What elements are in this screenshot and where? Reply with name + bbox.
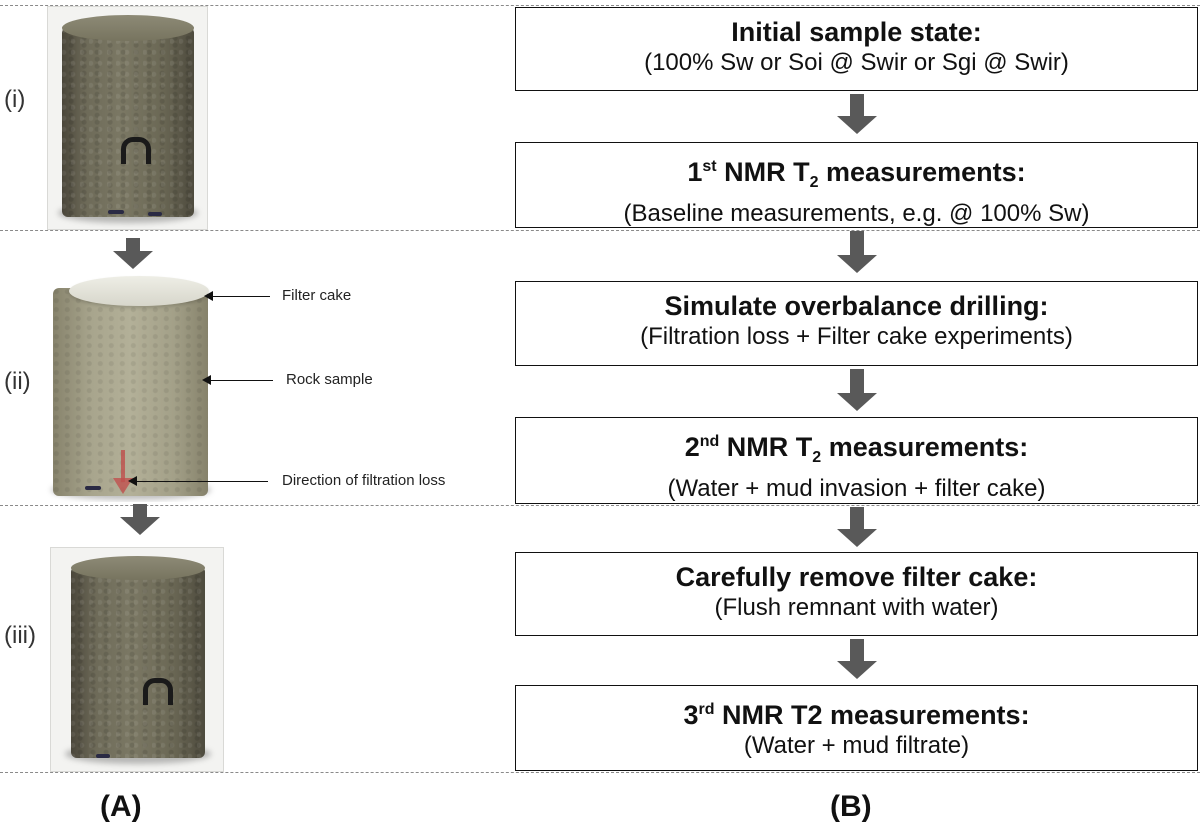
step-title: Carefully remove filter cake: [675,562,1038,592]
step-nmr-first: 1st NMR T2 measurements: (Baseline measu… [515,142,1198,228]
step-subtitle: (Water + mud filtrate) [743,732,970,759]
step-subtitle: (Water + mud invasion + filter cake) [667,475,1046,502]
annotation-filter-cake: Filter cake [282,287,352,304]
separator-1 [0,230,1200,231]
arrow-head-icon [202,375,211,385]
step-title: Simulate overbalance drilling: [664,291,1049,321]
panel-label-b: (B) [830,790,872,823]
sample-photo-filter-cake [45,270,220,502]
step-remove-filter-cake: Carefully remove filter cake: (Flush rem… [515,552,1198,636]
step-subtitle: (Flush remnant with water) [714,594,999,621]
step-subtitle: (100% Sw or Soi @ Swir or Sgi @ Swir) [644,49,1069,76]
separator-top [0,5,1200,6]
arrow-head-icon [128,476,137,486]
step-subtitle: (Baseline measurements, e.g. @ 100% Sw) [623,200,1090,227]
filtration-direction-icon [113,450,133,494]
step-initial-state: Initial sample state: (100% Sw or Soi @ … [515,7,1198,91]
stage-label-i: (i) [4,86,26,113]
step-title: 1st NMR T2 measurements: [687,157,1026,191]
annotation-rock-sample: Rock sample [286,371,373,388]
panel-label-a: (A) [100,790,142,823]
sample-photo-initial [47,6,208,230]
step-title: 2nd NMR T2 measurements: [684,432,1029,466]
step-subtitle: (Filtration loss + Filter cake experimen… [640,323,1073,350]
sample-marker-icon [143,678,173,705]
stage-label-iii: (iii) [4,622,36,649]
separator-2 [0,505,1200,506]
arrow-head-icon [204,291,213,301]
sample-marker-icon [121,137,151,164]
step-title: 3rd NMR T2 measurements: [683,700,1030,730]
sample-photo-cleaned [50,547,224,772]
separator-bottom [0,772,1200,773]
step-title: Initial sample state: [731,17,982,47]
filter-cake-layer [69,276,209,306]
stage-label-ii: (ii) [4,368,31,395]
annotation-direction: Direction of filtration loss [282,472,446,489]
step-overbalance-drilling: Simulate overbalance drilling: (Filtrati… [515,281,1198,366]
step-nmr-third: 3rd NMR T2 measurements: (Water + mud fi… [515,685,1198,771]
step-nmr-second: 2nd NMR T2 measurements: (Water + mud in… [515,417,1198,504]
